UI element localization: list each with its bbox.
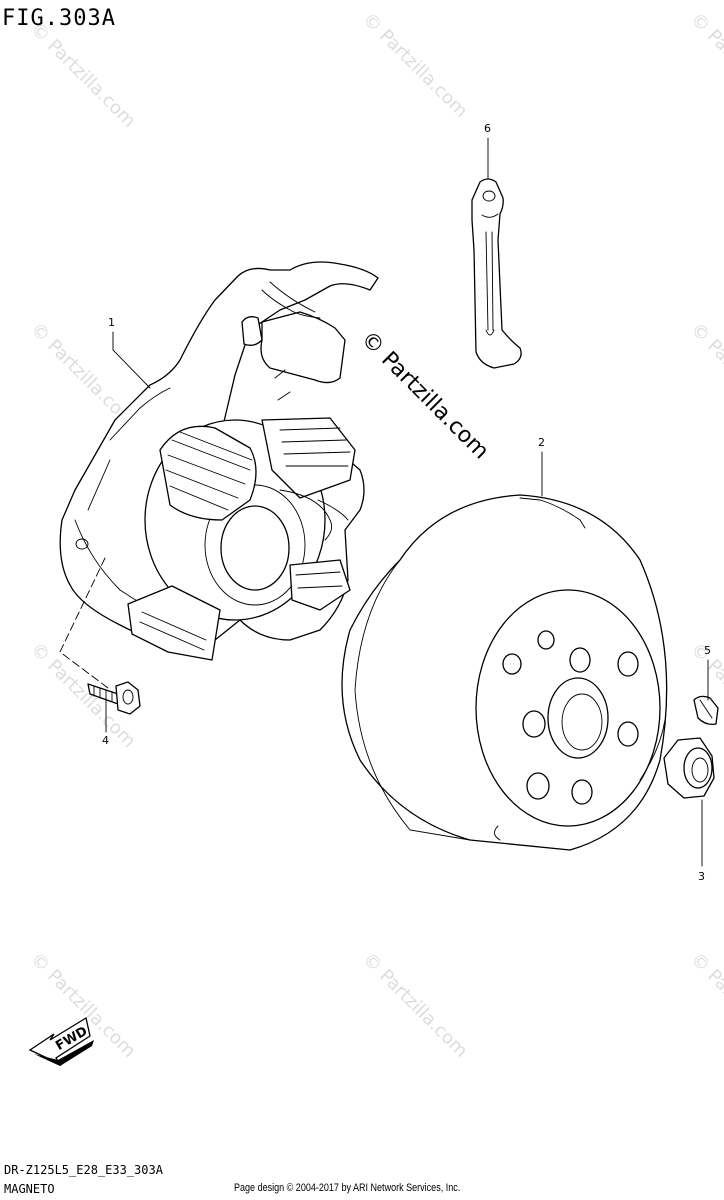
callout-2-label: 2 [538,436,545,449]
watermark-tc: © Partzilla.com [358,9,471,122]
callout-2[interactable]: 2 [538,436,545,497]
callout-5[interactable]: 5 [704,644,711,701]
stator-bolt-leader [59,557,109,689]
stator-part[interactable] [59,261,379,661]
watermark-tr: © Partzilla.com [686,9,724,122]
clamp-part[interactable] [471,178,522,369]
rotor-part[interactable] [341,494,668,851]
figure-title: FIG.303A [2,6,116,31]
watermark-mr: © Partzilla.com [686,319,724,432]
callout-3[interactable]: 3 [698,799,705,883]
key-part[interactable] [693,695,719,726]
watermark-bc: © Partzilla.com [358,949,471,1062]
callout-6[interactable]: 6 [484,122,491,179]
callout-6-label: 6 [484,122,491,135]
nut-part[interactable] [663,737,715,799]
callout-4[interactable]: 4 [102,699,109,747]
copyright-notice: Page design © 2004-2017 by ARI Network S… [234,1182,461,1194]
figure-code: DR-Z125L5_E28_E33_303A [4,1163,163,1177]
watermark-center: © Partzilla.com [356,327,494,465]
callout-4-label: 4 [102,734,109,747]
bolt-part[interactable] [87,681,141,715]
callout-1[interactable]: 1 [108,316,151,389]
watermark-tl: © Partzilla.com [26,19,139,132]
forward-arrow-icon: FWD [28,1016,94,1066]
figure-name: MAGNETO [4,1182,55,1196]
watermark-br: © Partzilla.com [686,949,724,1062]
callout-1-label: 1 [108,316,115,329]
callout-3-label: 3 [698,870,705,883]
callout-5-label: 5 [704,644,711,657]
